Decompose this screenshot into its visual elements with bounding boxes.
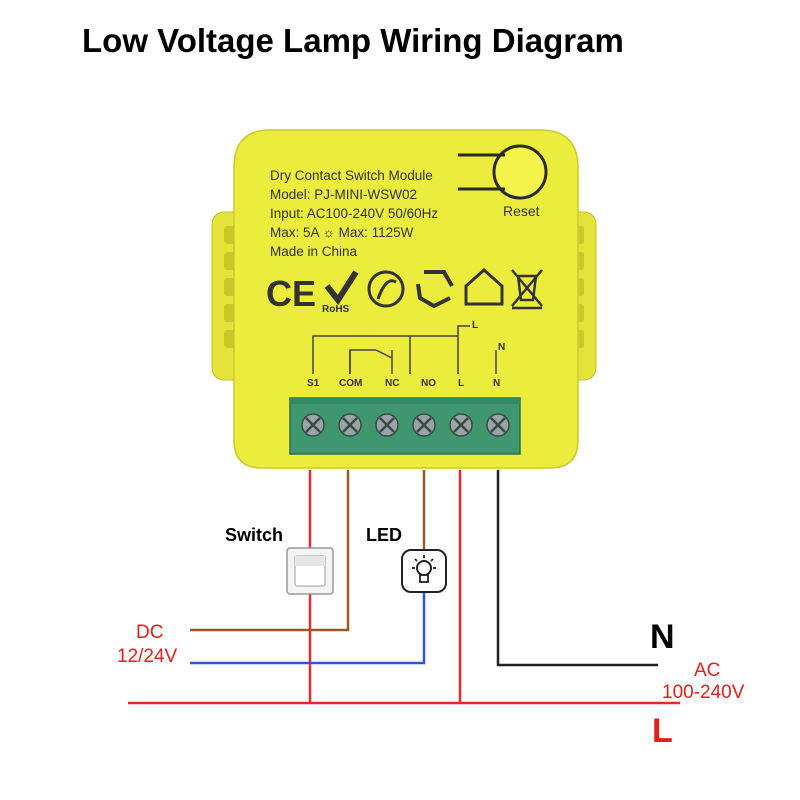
- wall-switch-icon: [286, 547, 334, 595]
- live-label: L: [652, 712, 673, 750]
- module-body: CE: [211, 129, 597, 469]
- terminal-screws: [299, 410, 525, 440]
- module-line-4: Max: 5A ☼ Max: 1125W: [270, 225, 414, 240]
- led-label: LED: [366, 525, 402, 545]
- terminal-label-s1: S1: [307, 378, 320, 389]
- terminal-label-com: COM: [339, 378, 363, 389]
- screw-n-icon: [486, 413, 510, 437]
- ce-mark-icon: CE: [266, 273, 316, 314]
- dc-voltage-label: 12/24V: [117, 646, 178, 667]
- diagram-title: Low Voltage Lamp Wiring Diagram: [82, 22, 624, 59]
- green-dot-icon: [367, 270, 405, 308]
- wire-led-blue: [190, 590, 426, 665]
- screw-com-icon: [338, 413, 362, 437]
- screw-nc-icon: [375, 413, 399, 437]
- dc-label: DC: [136, 622, 164, 643]
- neutral-label: N: [650, 618, 675, 656]
- module-spec-block: Dry Contact Switch Module Model: PJ-MINI…: [270, 166, 438, 261]
- ac-voltage-label: 100-240V: [662, 682, 745, 703]
- rohs-check-icon: [324, 270, 359, 306]
- rohs-label: RoHS: [322, 304, 350, 315]
- led-bulb-icon: [401, 549, 447, 593]
- recycle-icon: [416, 270, 454, 309]
- weee-bin-icon: [511, 269, 543, 310]
- terminal-label-no: NO: [421, 378, 436, 389]
- screw-s1-icon: [301, 413, 325, 437]
- circuit-top-label-l: L: [472, 320, 479, 331]
- terminal-label-nc: NC: [385, 378, 400, 389]
- screw-l-icon: [449, 413, 473, 437]
- terminal-label-n: N: [493, 378, 501, 389]
- circuit-lines: [312, 325, 497, 374]
- house-icon: [464, 267, 504, 306]
- module-line-3: Input: AC100-240V 50/60Hz: [270, 206, 439, 221]
- wire-n-black: [496, 470, 658, 667]
- screw-no-icon: [412, 413, 436, 437]
- certification-icons: CE: [266, 267, 543, 314]
- switch-label: Switch: [225, 525, 284, 545]
- ac-label: AC: [694, 660, 721, 681]
- module-line-1: Dry Contact Switch Module: [270, 168, 433, 183]
- terminal-label-l: L: [458, 378, 465, 389]
- terminal-block: [289, 397, 521, 455]
- circuit-top-label-n: N: [498, 342, 506, 353]
- module-line-5: Made in China: [270, 244, 358, 259]
- module-line-2: Model: PJ-MINI-WSW02: [270, 187, 418, 202]
- reset-label: Reset: [503, 203, 540, 219]
- reset-button: [492, 144, 548, 200]
- wires: [128, 470, 680, 705]
- wire-com-brown: [190, 470, 350, 632]
